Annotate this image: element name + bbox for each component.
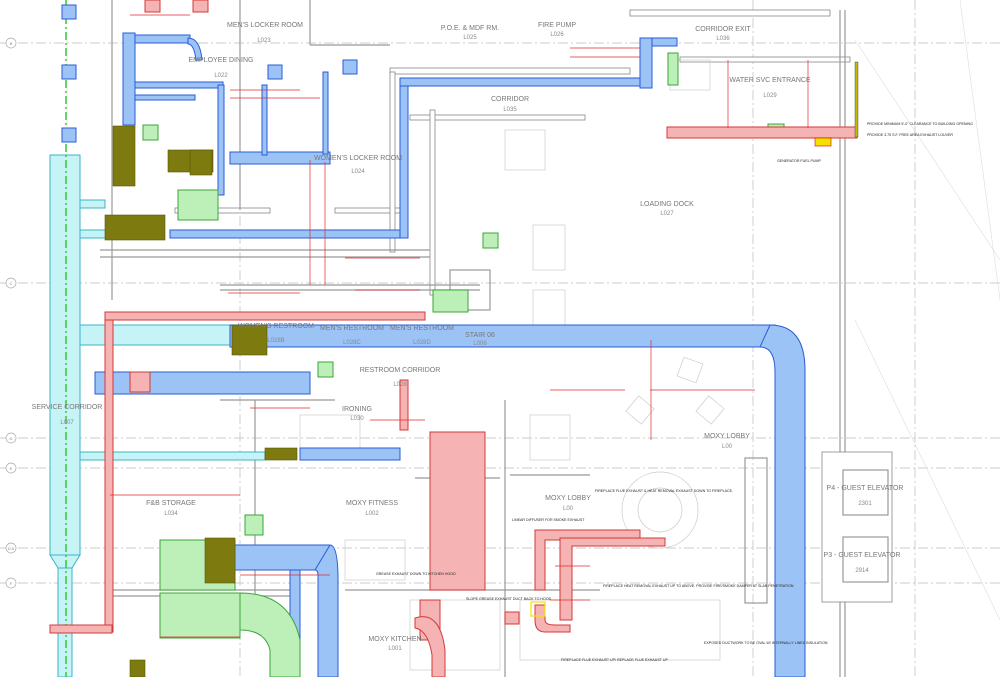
room-id: L023 (257, 38, 271, 44)
room-label: MEN'S RESTROOM (390, 325, 454, 332)
grid-bubble-label: C (10, 281, 13, 286)
exhaust-ducts (49, 0, 858, 677)
room-label: F&B STORAGE (146, 500, 196, 507)
room-id: L024 (351, 169, 365, 175)
room-label: LOADING DOCK (640, 201, 694, 208)
room-label: WOMEN'S LOCKER ROOM (314, 155, 402, 162)
room-label: P4 - GUEST ELEVATOR (827, 485, 904, 492)
room-id: L006 (473, 341, 487, 347)
room-label: CORRIDOR EXIT (695, 26, 751, 33)
room-id: L035 (503, 107, 517, 113)
room-id: L036 (716, 36, 730, 42)
room-label: P3 - GUEST ELEVATOR (824, 552, 901, 559)
grid-bubble-label: D (10, 436, 13, 441)
room-label: IRONING (342, 406, 372, 413)
room-id: L025 (463, 35, 477, 41)
room-label: CORRIDOR (491, 96, 529, 103)
note: FIREPLACE FLUE EXHAUST & HEAT REMOVAL EX… (595, 489, 733, 493)
room-id: L002 (365, 511, 379, 517)
room-label: WOMEN'S RESTROOM (238, 323, 314, 330)
room-label: MEN'S LOCKER ROOM (227, 22, 303, 29)
grid-bubbles: B C D E D.6 F (5, 37, 17, 589)
room-id: L001 (388, 646, 402, 652)
room-label: FIRE PUMP (538, 22, 576, 29)
note: FIREPLACE FLUE EXHAUST UP/ REPLACE FLUE … (561, 658, 669, 662)
room-id: L026 (550, 32, 564, 38)
room-label: STAIR 06 (465, 332, 495, 339)
room-label: P.O.E. & MDF RM. (441, 25, 499, 32)
room-labels: MEN'S LOCKER ROOM L023 EMPLOYEE DINING L… (32, 22, 904, 652)
room-label: MEN'S RESTROOM (320, 325, 384, 332)
grid-bubble-label: F (10, 581, 13, 586)
note: FIREPLACE HEAT REMOVAL EXHAUST UP TO ABO… (603, 584, 794, 588)
room-label: MOXY KITCHEN (368, 636, 421, 643)
room-label: WATER SVC ENTRANCE (729, 77, 811, 84)
annotation-notes: PROVIDE MINIMUM 5'-0" CLEARANCE TO BUILD… (376, 122, 973, 662)
room-label: MOXY LOBBY (545, 495, 591, 502)
room-id: 2301 (858, 501, 872, 507)
walls (100, 0, 893, 677)
room-id: L027 (660, 211, 674, 217)
note: PROVIDE MINIMUM 5'-0" CLEARANCE TO BUILD… (867, 122, 973, 126)
room-id: L028C (343, 340, 361, 346)
grid-bubble-label: B (10, 41, 13, 46)
room-label: SERVICE CORRIDOR (32, 404, 103, 411)
room-id: 2914 (855, 568, 869, 574)
room-id: L00 (563, 506, 574, 512)
room-id: L022 (214, 73, 228, 79)
grid-bubble-label: E (10, 466, 13, 471)
room-id: L028 (393, 382, 407, 388)
room-id: L029 (763, 93, 777, 99)
note: EXPOSED DUCTWORK TO BE OVAL W/ INTERNALL… (704, 641, 828, 645)
room-id: L030 (350, 416, 364, 422)
room-id: L028D (413, 340, 431, 346)
equipment-units (104, 61, 859, 677)
room-id: L034 (164, 511, 178, 517)
note: GREASE EXHAUST DOWN TO KITCHEN HOOD (376, 572, 456, 576)
furniture (299, 59, 725, 671)
room-label: MOXY LOBBY (704, 433, 750, 440)
dimension-lines (110, 14, 809, 638)
note: PROVIDE 3.75 S.F. FREE AREA EXHAUST LOUV… (867, 133, 953, 137)
grid-bubble-label: D.6 (8, 546, 15, 551)
room-label: EMPLOYEE DINING (189, 57, 254, 64)
note: LINEAR DIFFUSER FOR SMOKE EXHAUST (512, 518, 585, 522)
note: SLOPE GREASE EXHAUST DUCT BACK TO HOOD (466, 597, 552, 601)
room-label: RESTROOM CORRIDOR (360, 367, 441, 374)
return-air-ducts (49, 0, 266, 677)
room-label: MOXY FITNESS (346, 500, 398, 507)
room-id: L007 (60, 420, 74, 426)
room-id: L028B (267, 338, 284, 344)
room-id: L00 (722, 444, 733, 450)
note: GENERATOR FUEL PUMP (777, 159, 821, 163)
